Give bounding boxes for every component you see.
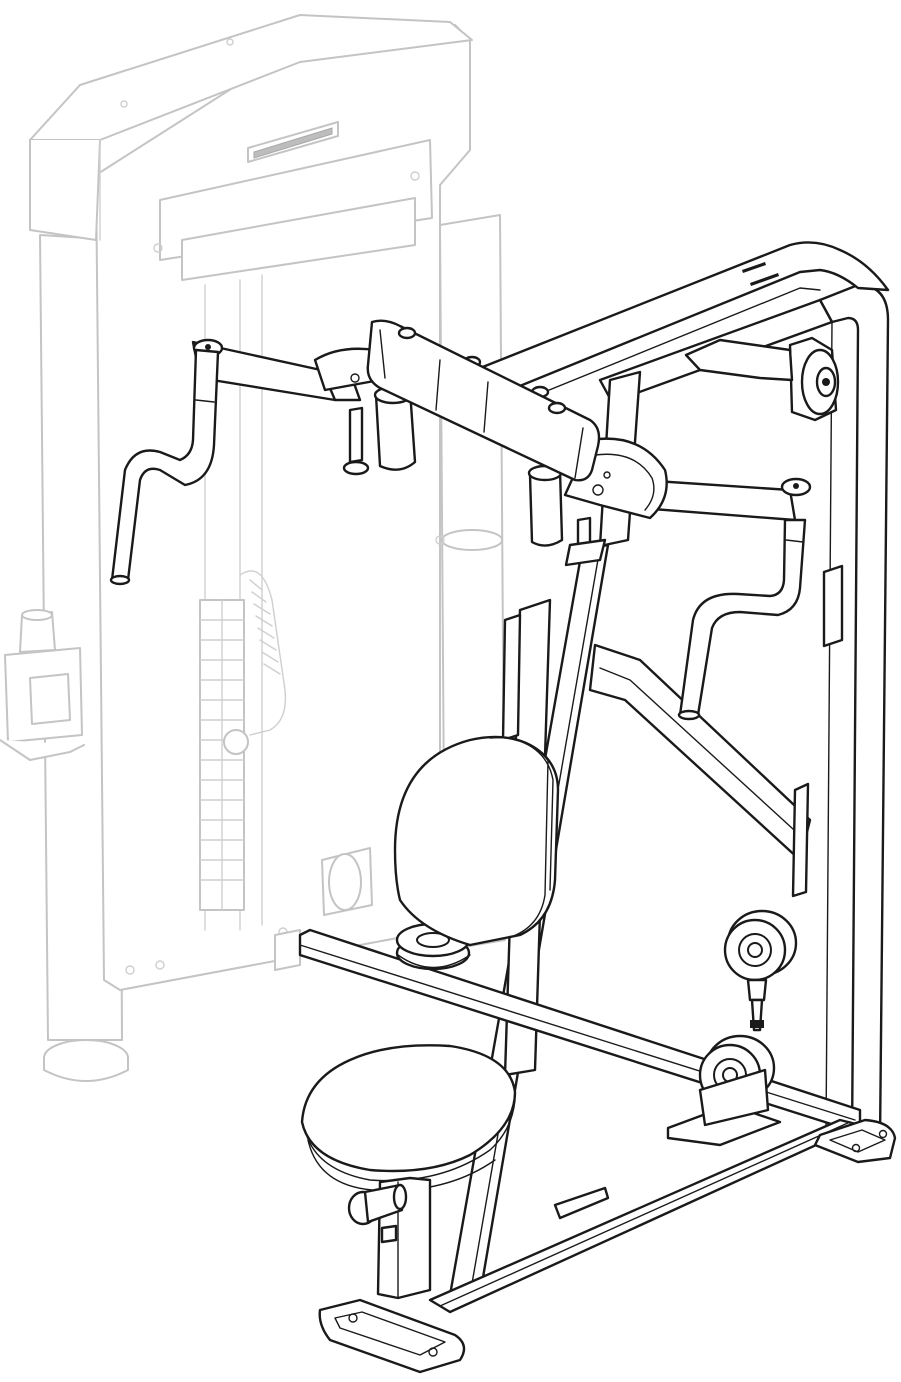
weight-plates xyxy=(199,599,245,911)
pulley-upper xyxy=(684,336,840,422)
base-feet xyxy=(318,1103,897,1374)
pulley-lower xyxy=(698,1034,776,1127)
back-pad xyxy=(393,735,560,947)
pulley-middle xyxy=(723,909,798,1032)
seat-adjust-pin xyxy=(347,1183,408,1226)
right-handle xyxy=(677,518,807,721)
spine-connector xyxy=(564,538,607,567)
seat xyxy=(300,1044,517,1300)
left-handle xyxy=(109,348,220,586)
pulley-tower-base xyxy=(395,922,471,971)
bottle-holder xyxy=(0,609,85,761)
chest-pad xyxy=(366,319,601,482)
